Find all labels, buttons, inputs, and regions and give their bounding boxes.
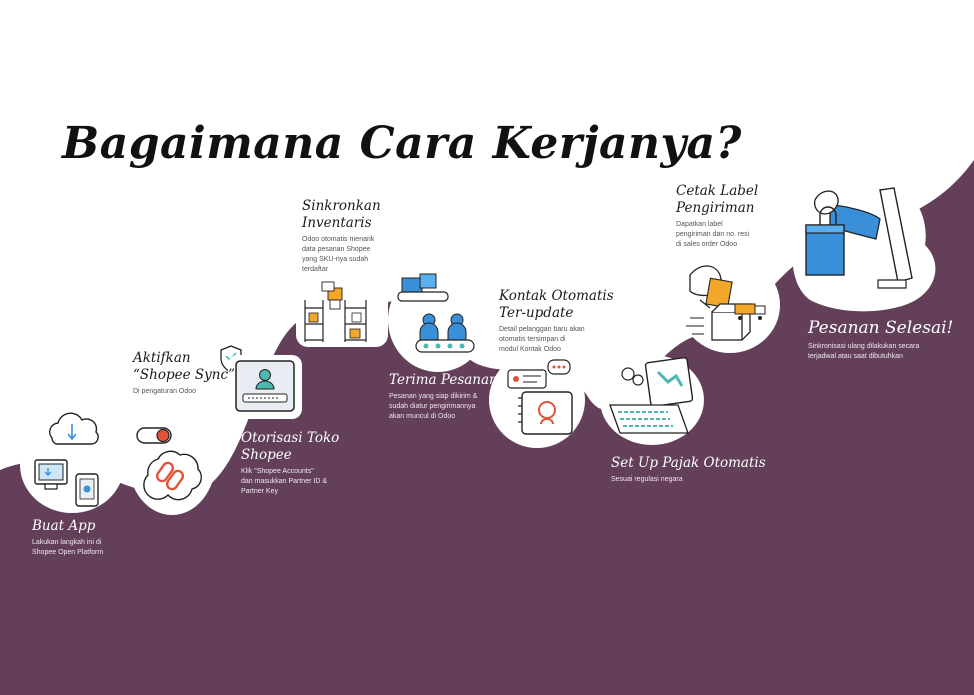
- page-title: Bagaimana Cara Kerjanya?: [62, 118, 742, 169]
- step-heading: Set Up Pajak Otomatis: [611, 455, 766, 471]
- step-set-up-pajak: Set Up Pajak Otomatis Sesuai regulasi ne…: [611, 455, 766, 485]
- step-desc: Sinkronisasi ulang dilakukan secara terj…: [808, 343, 920, 360]
- step-otorisasi-toko-shopee: Otorisasi Toko Shopee Klik "Shopee Accou…: [241, 430, 339, 497]
- cloud-computer-phone-icon: [20, 412, 124, 513]
- step-cetak-label: Cetak Label Pengiriman Dapatkan label pe…: [676, 183, 758, 250]
- step-desc: Pesanan yang siap dikirim & sudah diatur…: [389, 393, 478, 420]
- step-aktifkan-shopee-sync: Aktifkan “Shopee Sync” Di pengaturan Odo…: [133, 350, 235, 397]
- step-desc: Detail pelanggan baru akan otomatis ters…: [499, 326, 585, 353]
- warehouse-shelves-icon: [296, 275, 388, 347]
- step-heading: Aktifkan “Shopee Sync”: [133, 350, 235, 383]
- step-desc: Lakukan langkah ini di Shopee Open Platf…: [32, 539, 104, 556]
- step-desc: Odoo otomatis menarik data pesanan Shope…: [302, 236, 375, 273]
- step-pesanan-selesai: Pesanan Selesai! Sinkronisasi ulang dila…: [808, 318, 953, 362]
- step-desc: Dapatkan label pengiriman dan no. resi d…: [676, 221, 750, 248]
- login-card-icon: [228, 355, 302, 419]
- tax-laptop-icon: [600, 355, 704, 445]
- step-heading: Pesanan Selesai!: [808, 318, 954, 338]
- step-kontak-otomatis: Kontak Otomatis Ter-update Detail pelang…: [499, 288, 614, 355]
- contact-book-icon: [489, 352, 585, 448]
- shopping-hand-monitor-icon: [792, 183, 936, 312]
- step-heading: Kontak Otomatis Ter-update: [499, 288, 614, 321]
- wave-shape: [0, 160, 974, 695]
- step-desc: Klik "Shopee Accounts" dan masukkan Part…: [241, 468, 327, 495]
- step-heading: Terima Pesanan: [389, 372, 498, 388]
- step-sinkronkan-inventaris: Sinkronkan Inventaris Odoo otomatis mena…: [302, 198, 381, 275]
- step-heading: Otorisasi Toko Shopee: [241, 430, 340, 463]
- step-heading: Cetak Label Pengiriman: [676, 183, 759, 216]
- step-heading: Sinkronkan Inventaris: [302, 198, 381, 231]
- step-desc: Di pengaturan Odoo: [133, 388, 197, 395]
- conveyor-people-icon: [388, 268, 488, 372]
- step-heading: Buat App: [32, 518, 96, 534]
- step-buat-app: Buat App Lakukan langkah ini di Shopee O…: [32, 518, 103, 558]
- step-terima-pesanan: Terima Pesanan Pesanan yang siap dikirim…: [389, 372, 498, 422]
- step-desc: Sesuai regulasi negara: [611, 476, 683, 483]
- delivery-box-icon: [680, 257, 780, 353]
